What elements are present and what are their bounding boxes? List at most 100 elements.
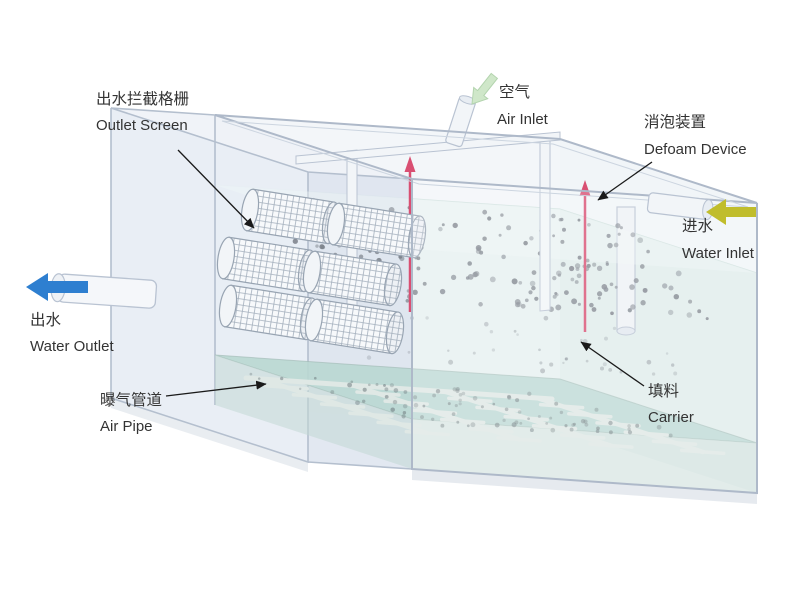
carrier-dot	[569, 427, 574, 432]
carrier-dot	[572, 422, 576, 426]
carrier-dot	[668, 309, 674, 316]
carrier-dot	[527, 417, 530, 421]
carrier-dot	[355, 400, 360, 406]
label-carrier-en: Carrier	[648, 409, 694, 426]
carrier-dot	[458, 402, 462, 406]
carrier-dot	[441, 223, 445, 227]
carrier-dot	[527, 391, 532, 396]
carrier-dot	[455, 386, 460, 392]
carrier-dot	[519, 421, 523, 425]
chamber-bottom-shadow	[111, 398, 308, 472]
carrier-dot	[347, 382, 353, 388]
carrier-dot	[606, 233, 611, 238]
carrier-dot	[489, 276, 496, 283]
label-water-inlet-en: Water Inlet	[682, 245, 755, 262]
label-carrier-zh: 填料	[648, 382, 679, 400]
carrier-dot	[589, 302, 594, 308]
carrier-dot	[447, 349, 450, 352]
carrier-dot	[574, 280, 579, 284]
defoam-arrow-left	[404, 156, 416, 172]
carrier-dot	[629, 284, 635, 290]
air-pipe-segment	[411, 408, 458, 416]
air-pipe-segment	[383, 399, 429, 406]
air-pipe-segment	[531, 424, 578, 431]
screen-part	[384, 264, 402, 306]
label-air-inlet-en: Air Inlet	[497, 111, 549, 128]
carrier-dot	[402, 410, 407, 415]
carrier-dot	[554, 401, 559, 406]
carrier-dot	[529, 428, 534, 433]
carrier-dot	[470, 422, 476, 428]
carrier-dot	[529, 280, 536, 287]
carrier-dot	[450, 274, 457, 281]
label-air-inlet-zh: 空气	[499, 83, 530, 101]
carrier-dot	[454, 404, 458, 408]
carrier-dot	[552, 294, 557, 299]
carrier-dot	[614, 285, 618, 289]
carrier-dot	[465, 276, 470, 280]
carrier-dot	[420, 415, 424, 420]
air-pipe-segment	[376, 420, 422, 428]
carrier-dot	[478, 302, 483, 307]
support-frame	[295, 95, 561, 334]
carrier-dot	[577, 255, 582, 260]
carrier-dot	[635, 423, 640, 428]
screen-part	[304, 298, 324, 342]
carrier-dot	[630, 304, 636, 310]
air-pipe-segment	[559, 433, 606, 440]
carrier-dot	[383, 383, 386, 387]
downcomer-cap	[616, 326, 636, 336]
carrier-dot	[452, 222, 458, 229]
carrier-dot	[249, 372, 253, 376]
leader-defoam-device	[597, 161, 653, 201]
waterline-right	[559, 208, 758, 274]
carrier-dot	[506, 225, 512, 231]
carrier-dot	[651, 372, 656, 376]
carrier-dot	[350, 380, 354, 384]
outlet-screens	[216, 188, 427, 355]
carrier-dot	[697, 309, 702, 314]
front-wall	[412, 179, 757, 493]
carrier-dot	[570, 277, 575, 282]
carrier-dot	[516, 301, 522, 308]
carrier-dot	[319, 244, 325, 250]
carrier-dot	[580, 418, 586, 424]
carrier-dot	[515, 398, 520, 403]
carrier-dot	[524, 298, 529, 303]
carrier-dot	[560, 261, 566, 267]
air-pipe-segment	[447, 396, 493, 404]
air-pipe-segment	[439, 417, 486, 425]
carrier-dot	[646, 249, 650, 254]
carrier-dot	[562, 361, 565, 365]
carrier-dot	[609, 282, 614, 287]
carrier-dot	[585, 258, 590, 263]
carrier-dot	[675, 270, 682, 277]
carrier-dot	[402, 403, 408, 409]
air-pipe-segment	[243, 375, 555, 402]
air-pipe-segment	[588, 442, 634, 449]
carrier-dot	[552, 234, 556, 238]
carrier-dot	[520, 303, 526, 309]
carrier-dot	[502, 418, 506, 423]
carrier-dot	[466, 424, 470, 428]
outlet-screen-cylinder	[304, 298, 405, 355]
air-pipe-segment	[319, 402, 366, 409]
carrier-dot	[630, 232, 636, 238]
bottom-shadow	[412, 469, 757, 504]
carrier-dot	[640, 300, 646, 306]
screen-part	[218, 284, 238, 328]
label-water-outlet-en: Water Outlet	[30, 338, 114, 355]
carrier-dot	[507, 394, 511, 399]
air-pipe-segment	[291, 393, 338, 400]
carrier-dot	[560, 217, 564, 222]
air-pipe-segment	[567, 411, 613, 419]
carrier-dot	[472, 396, 478, 401]
carrier-dot	[491, 348, 496, 352]
carrier-dot	[447, 402, 451, 406]
carrier-dot	[531, 270, 537, 275]
carrier-dot	[571, 298, 578, 305]
carrier-dot	[603, 287, 609, 292]
carrier-dot	[313, 376, 317, 380]
carrier-dot	[407, 350, 411, 354]
